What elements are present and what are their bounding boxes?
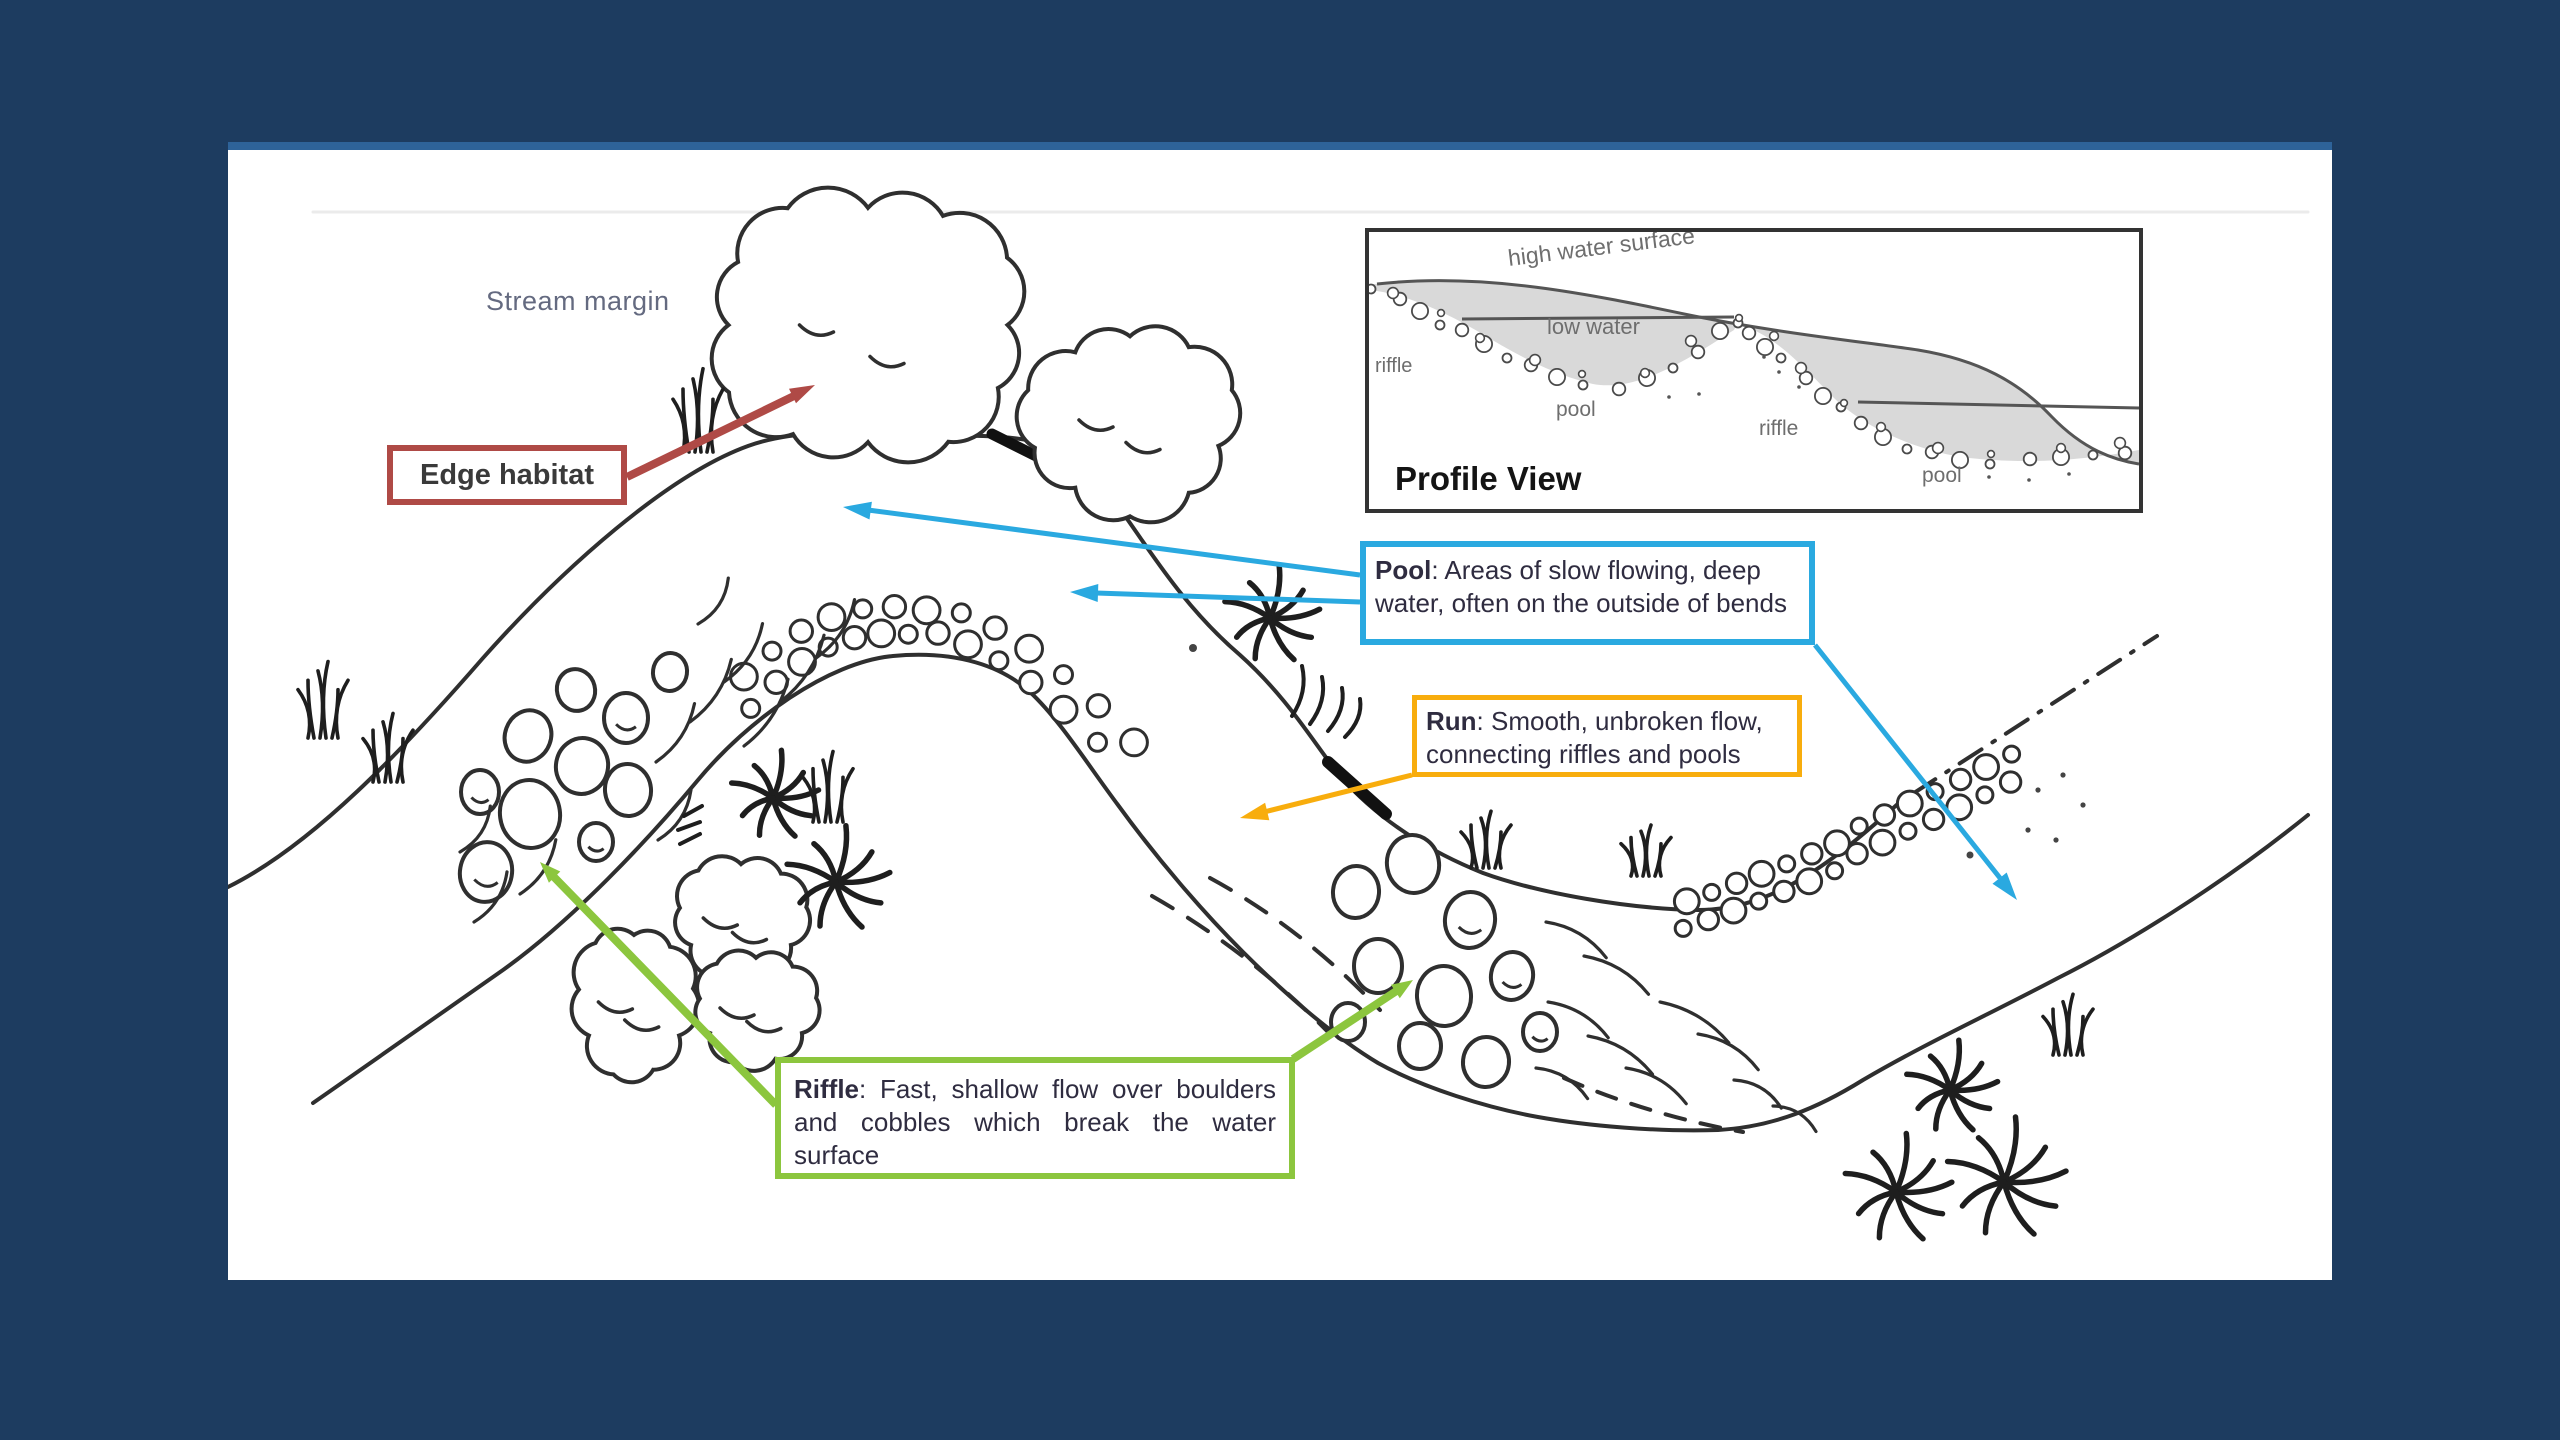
profile-water-area: [1369, 280, 2139, 464]
pool-arrow-right: [1813, 643, 2017, 900]
edge-habitat-label-box: Edge habitat: [387, 445, 627, 505]
pool-arrow-middle: [1070, 584, 1361, 605]
run-dashed-flow: [1150, 876, 1745, 1134]
profile-view-inset: high water surface low water riffle pool…: [1365, 228, 2143, 513]
edge-habitat-label: Edge habitat: [419, 458, 594, 491]
cobble-bars: [729, 594, 2086, 938]
slide-accent-strip: [228, 142, 2332, 151]
bush-clusters: [569, 185, 1243, 1085]
run-arrow: [1240, 772, 1413, 821]
run-definition: : Smooth, unbroken flow, connecting riff…: [1426, 706, 1763, 770]
riffle-arrow-left: [540, 862, 779, 1108]
riffle-boulders: [457, 651, 1559, 1089]
profile-high-water-line: [1376, 279, 2139, 466]
water-flow-lines: [458, 576, 1818, 1134]
profile-pool-left-label: pool: [1556, 398, 1596, 421]
bank-hatch-marks: [676, 664, 1363, 846]
pebble-dot: [1966, 851, 1974, 859]
profile-low-water-line: [1857, 400, 2139, 410]
slide-canvas: Stream margin Edge habitat Pool: Areas o…: [228, 150, 2332, 1280]
stream-margin-label: Stream margin: [486, 286, 670, 316]
riffle-term: Riffle: [794, 1074, 859, 1104]
sedge-plants: [728, 563, 2069, 1242]
pebble-dot: [1189, 644, 1197, 652]
far-bank-line: [228, 430, 1902, 913]
pool-definition: : Areas of slow flowing, deep water, oft…: [1375, 555, 1787, 619]
edge-habitat-arrow: [625, 385, 815, 481]
profile-low-water-line: [1461, 315, 1735, 321]
run-callout-box: Run: Smooth, unbroken flow, connecting r…: [1412, 695, 1802, 777]
profile-high-water-label: high water surface: [1506, 232, 1696, 271]
pool-arrow-upper: [843, 501, 1361, 578]
far-bank-line-dashed: [1898, 634, 2159, 804]
bank-debris-mark: [986, 428, 1046, 464]
profile-riffle-left-label: riffle: [1375, 355, 1412, 377]
riffle-arrow-right: [1290, 980, 1413, 1063]
profile-low-water-label: low water: [1547, 314, 1640, 339]
profile-bed-cobbles: [1369, 283, 2133, 482]
pool-term: Pool: [1375, 555, 1432, 585]
pool-callout-box: Pool: Areas of slow flowing, deep water,…: [1360, 541, 1815, 645]
grass-tufts: [296, 366, 2095, 1057]
run-term: Run: [1426, 706, 1477, 736]
riffle-definition: : Fast, shallow flow over boulders and c…: [794, 1074, 1276, 1171]
profile-view-title: Profile View: [1395, 460, 1582, 497]
stream-plan-drawing: [228, 185, 2310, 1242]
near-bank-line: [311, 652, 2310, 1133]
profile-pool-right-label: pool: [1922, 464, 1962, 487]
profile-riffle-right-label: riffle: [1759, 417, 1798, 440]
riffle-callout-box: Riffle: Fast, shallow flow over boulders…: [775, 1057, 1295, 1179]
